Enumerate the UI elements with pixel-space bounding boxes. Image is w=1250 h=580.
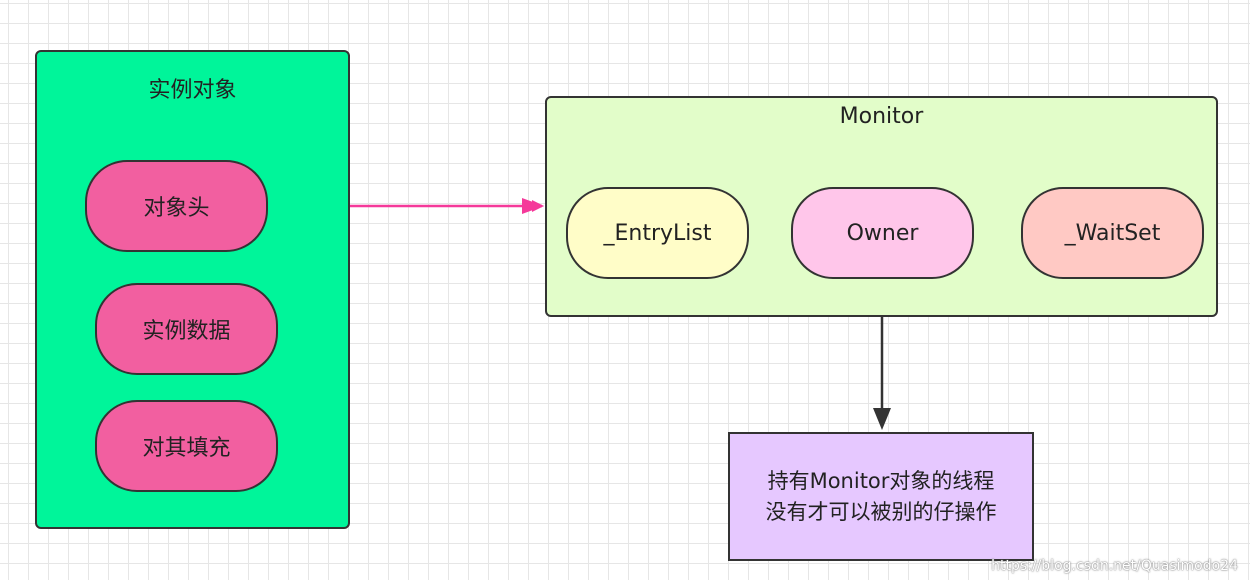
owner-note-line-2: 没有才可以被别的仔操作 (765, 499, 997, 524)
entry-list-node: _EntryList (566, 187, 749, 279)
owner-note-box: 持有Monitor对象的线程 没有才可以被别的仔操作 (728, 432, 1034, 561)
object-header-to-monitor-arrowhead (522, 198, 544, 214)
owner-to-note-arrowhead (873, 408, 891, 430)
instance-data-label: 实例数据 (142, 319, 231, 344)
wait-set-label: _WaitSet (1064, 220, 1161, 246)
monitor-title: Monitor (839, 104, 924, 129)
object-header-label: 对象头 (143, 196, 210, 221)
instance-data-node: 实例数据 (95, 283, 278, 375)
padding-label: 对其填充 (142, 436, 231, 461)
instance-object-title: 实例对象 (148, 78, 237, 103)
owner-node: Owner (791, 187, 974, 279)
object-header-node: 对象头 (85, 160, 268, 252)
watermark: https://blog.csdn.net/Quasimodo24 (991, 558, 1238, 574)
wait-set-node: _WaitSet (1021, 187, 1204, 279)
owner-label: Owner (846, 220, 919, 246)
padding-node: 对其填充 (95, 400, 278, 492)
owner-note-line-1: 持有Monitor对象的线程 (767, 468, 995, 493)
entry-list-label: _EntryList (603, 220, 712, 246)
